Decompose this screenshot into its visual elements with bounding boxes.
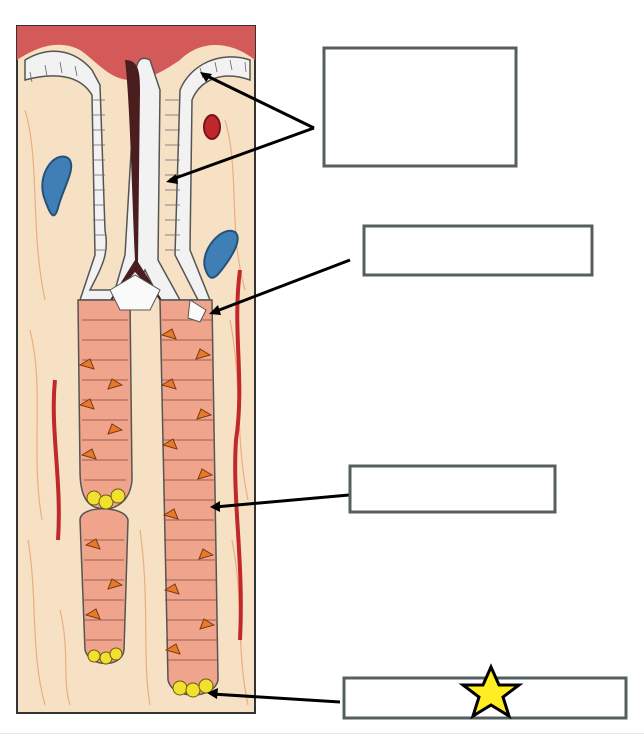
mucosa-surface: [17, 26, 255, 80]
capillary-right: [233, 269, 243, 641]
surface-cells: [29, 59, 247, 251]
star-icon: [458, 663, 524, 720]
right-tubule: [159, 299, 219, 696]
label-parietal[interactable]: [348, 464, 557, 514]
label-mucous-neck[interactable]: [362, 224, 594, 277]
vein-left: [41, 155, 73, 217]
artery: [203, 114, 221, 140]
pointer-surface-upper: [204, 73, 315, 130]
pointer-chief: [211, 692, 341, 704]
mucous-neck-cells: [109, 274, 207, 323]
vein-right: [203, 229, 239, 279]
chief-cells: [86, 488, 214, 698]
gland-cell-outlines: [82, 319, 217, 661]
pointer-neck: [213, 258, 351, 314]
pointer-lines: [169, 73, 351, 704]
pointer-arrowheads: [166, 72, 221, 699]
gastric-gland-illustration: [16, 25, 256, 714]
label-surface-mucous[interactable]: [322, 46, 518, 168]
capillary-left: [51, 379, 61, 541]
pointer-parietal: [214, 493, 350, 509]
parietal-cells: [78, 328, 216, 655]
pointer-surface-lower: [169, 126, 315, 182]
bottom-divider: [0, 733, 644, 734]
